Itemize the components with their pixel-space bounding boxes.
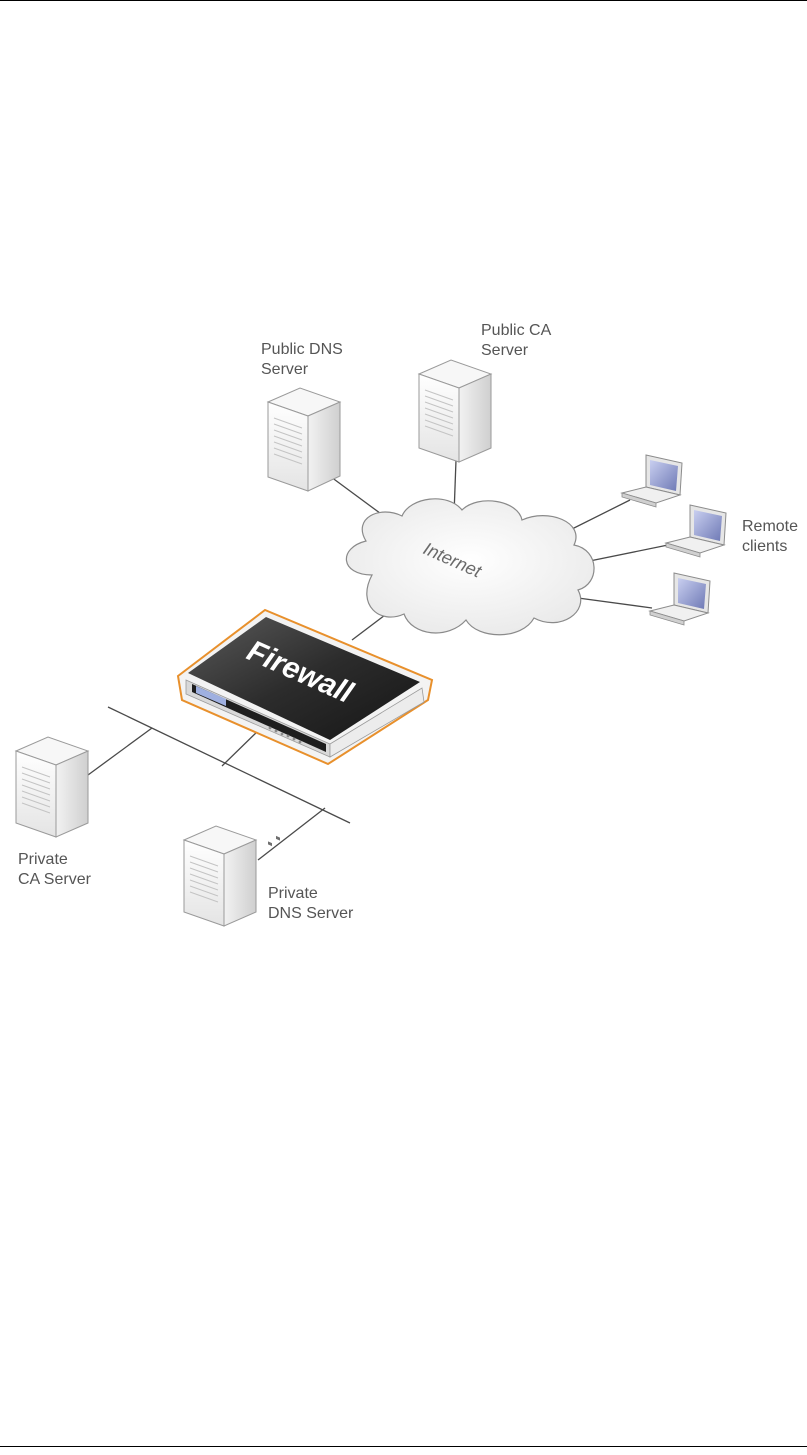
laptop-icon-1 [622,455,682,507]
public-ca-label-line-1: Public CA [481,322,552,339]
private-ca-label: Private CA Server [18,851,92,888]
public-dns-label-line-1: Public DNS [261,341,343,358]
link-private-dns-lan [258,808,325,860]
remote-clients-label: Remote clients [742,518,802,555]
link-private-ca-lan [88,728,152,775]
public-dns-label-line-2: Server [261,361,309,378]
laptop-icon-2 [666,505,726,557]
firewall-device: Firewall [178,610,432,846]
public-dns-label: Public DNS Server [261,341,347,378]
public-ca-server-icon [419,360,491,462]
remote-clients-label-line-2: clients [742,538,787,555]
laptop-icon-3 [650,573,710,625]
public-ca-label-line-2: Server [481,342,529,359]
private-dns-server-icon [184,826,256,926]
private-ca-label-line-1: Private [18,851,68,868]
private-ca-server-icon [16,737,88,837]
private-dns-label: Private DNS Server [268,885,354,922]
private-ca-label-line-2: CA Server [18,871,92,888]
private-dns-label-line-1: Private [268,885,318,902]
private-dns-label-line-2: DNS Server [268,905,354,922]
public-dns-server-icon [268,388,340,491]
internet-cloud: Internet [346,499,594,635]
remote-clients-label-line-1: Remote [742,518,798,535]
link-internet-client-3 [578,598,652,608]
bottom-rule [0,1446,807,1447]
public-ca-label: Public CA Server [481,322,555,359]
